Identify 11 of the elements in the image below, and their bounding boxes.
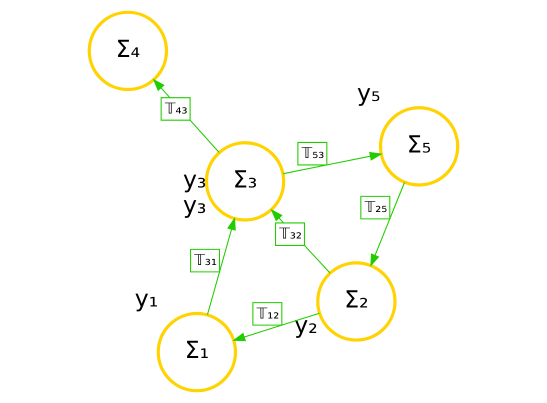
node-label: y₁ <box>134 284 158 313</box>
node-label: y₃ <box>182 191 206 220</box>
node-label: y₂ <box>294 311 318 340</box>
node-label: y₃ <box>182 165 206 194</box>
node-label: y₅ <box>357 78 380 107</box>
edge-label: 𝕋₃₂ <box>279 224 302 243</box>
edge-label: 𝕋₄₃ <box>164 99 188 118</box>
edge-label: 𝕋₃₁ <box>194 251 217 270</box>
edge-label: 𝕋₂₅ <box>364 198 388 216</box>
edge-label: 𝕋₁₂ <box>256 304 280 322</box>
edge-label: 𝕋₅₃ <box>302 144 324 162</box>
